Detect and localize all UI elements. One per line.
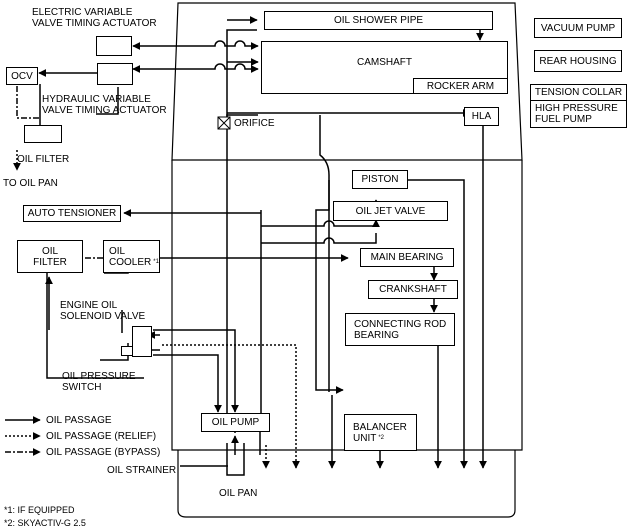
oil-filter-top-label: OIL FILTER [17,154,70,165]
solenoid-valve-box [132,326,152,357]
footnote-if-equipped: *1: IF EQUIPPED [4,505,75,515]
to-oil-pan-label: TO OIL PAN [3,178,58,189]
oil-strainer-label: OIL STRAINER [107,465,177,476]
evvt-actuator-box [96,36,132,56]
head-oil-filter-box [24,125,62,143]
orifice-label: ORIFICE [234,118,275,129]
vacuum-pump-box: VACUUM PUMP [534,18,622,38]
legend-dotted-label: OIL PASSAGE (RELIEF) [46,431,157,442]
legend-solid-label: OIL PASSAGE [46,415,112,426]
oil-cooler-box: OIL COOLER*1 [103,240,160,273]
auto-tensioner-box: AUTO TENSIONER [23,205,121,222]
piston-box: PISTON [352,170,408,189]
oil-shower-pipe-box: OIL SHOWER PIPE [264,11,493,30]
rocker-arm-box: ROCKER ARM [413,78,508,94]
hla-box: HLA [464,107,499,126]
oil-pan-outline [177,450,516,518]
oil-pan-label: OIL PAN [219,488,258,499]
tension-collar-box: TENSION COLLAR HIGH PRESSURE FUEL PUMP [530,84,627,128]
footnote-skyactiv: *2: SKYACTIV-G 2.5 [4,518,86,528]
balancer-unit-box: BALANCER UNIT*2 [344,414,417,451]
oil-pump-box: OIL PUMP [201,413,270,432]
rear-housing-box: REAR HOUSING [534,50,622,72]
pressure-switch-box [121,346,133,356]
ocv-box: OCV [6,67,38,85]
main-bearing-box: MAIN BEARING [360,248,454,267]
oil-jet-valve-box: OIL JET VALVE [333,201,448,221]
legend-dashdot-label: OIL PASSAGE (BYPASS) [46,447,161,458]
hvvt-actuator-box [97,63,133,85]
orifice-symbol [217,116,231,130]
crankshaft-box: CRANKSHAFT [368,280,458,299]
